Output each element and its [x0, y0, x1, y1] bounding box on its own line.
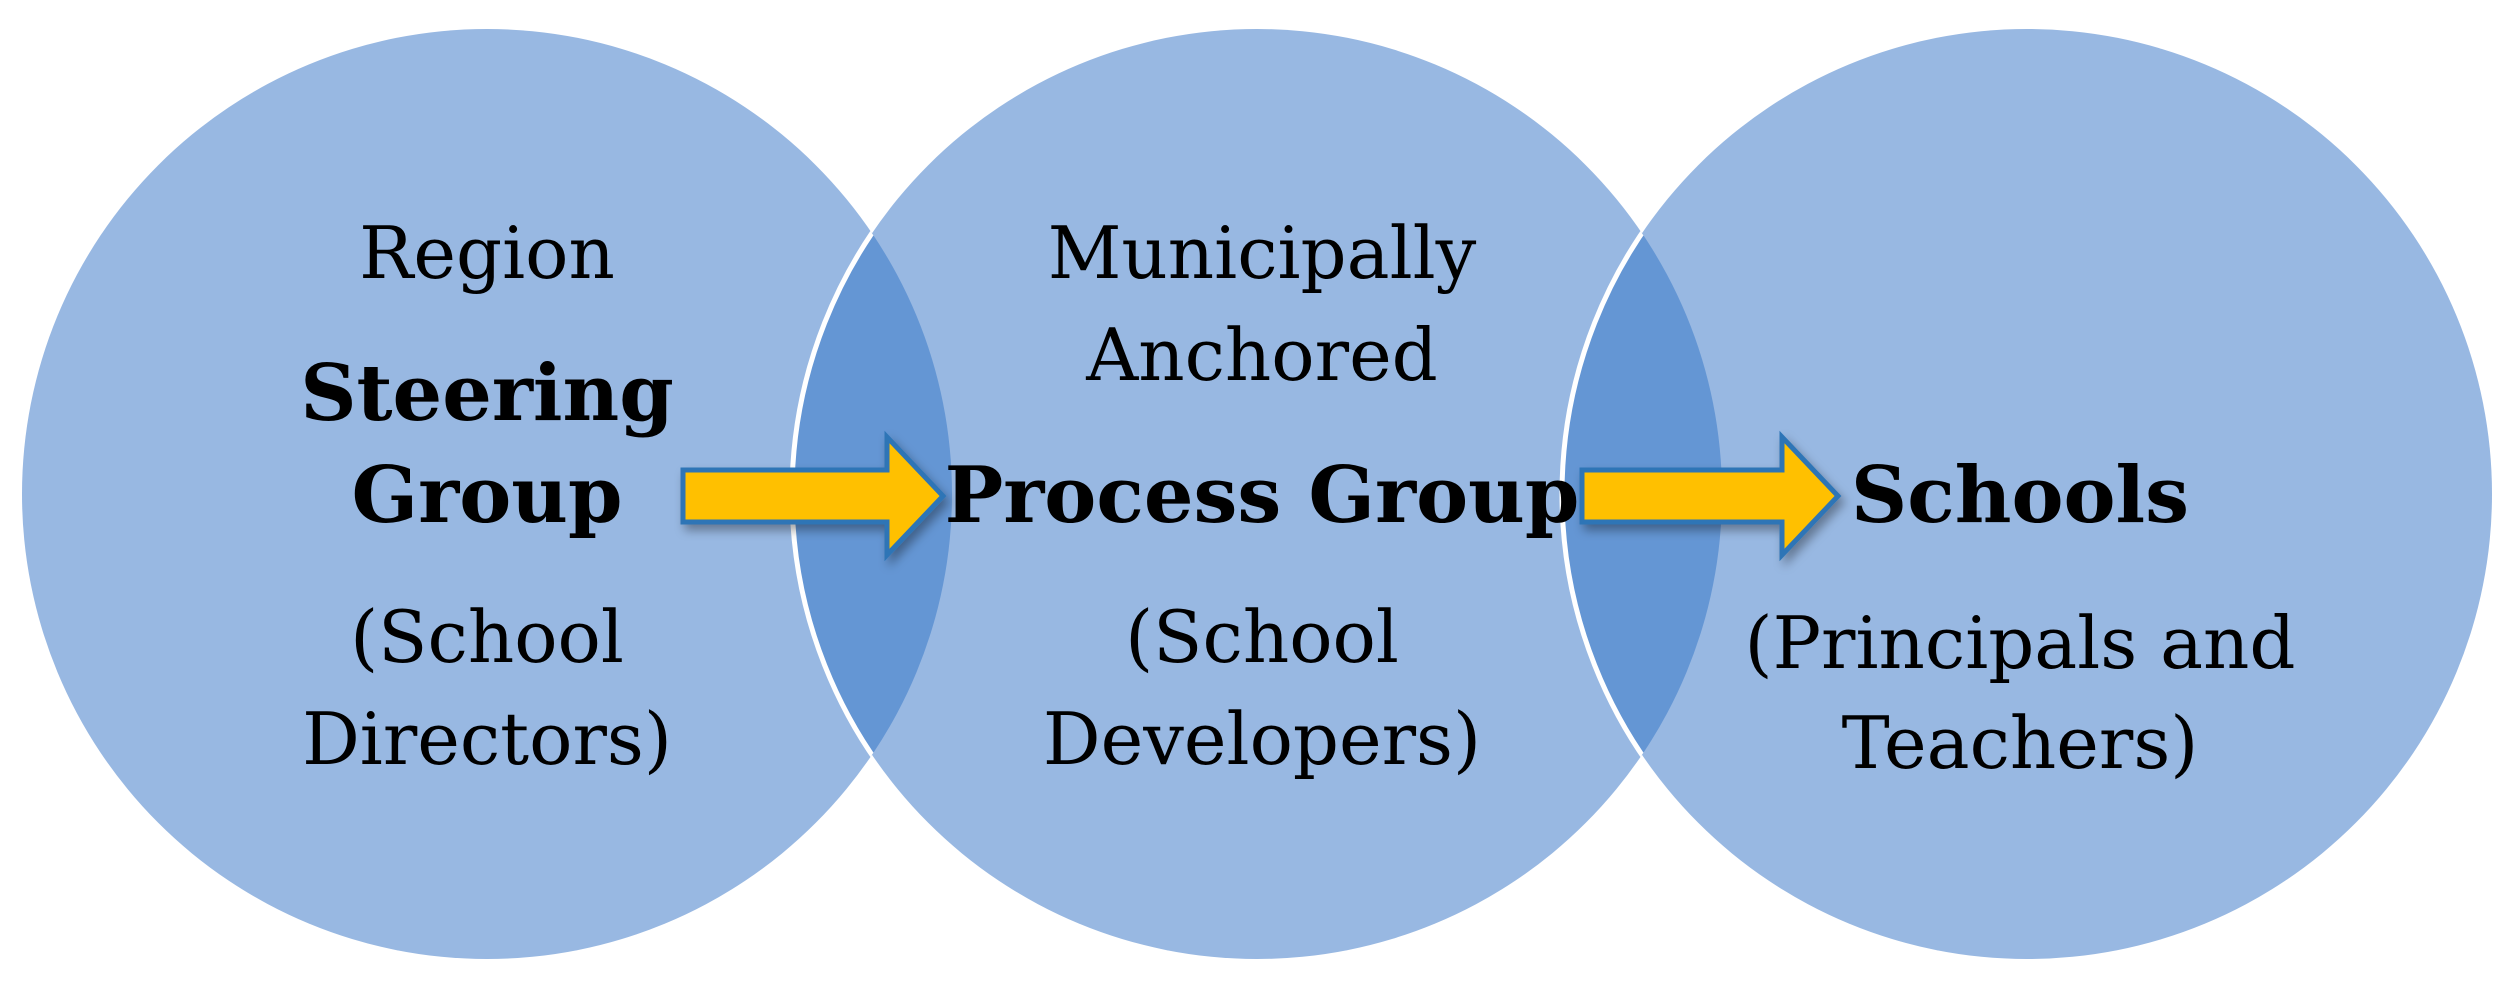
node-line-process-group: Process Group [945, 450, 1580, 541]
node-line-region: Region [359, 211, 615, 295]
node-line-schools: Schools [1851, 450, 2189, 541]
circle-separator [1559, 29, 1722, 959]
node-line-anchored: Anchored [1085, 313, 1438, 397]
node-line-group: Group [352, 450, 623, 541]
node-line-principals: (Principals and [1745, 601, 2296, 685]
process-group-circle [792, 29, 1722, 959]
node-line-school: (School [1125, 595, 1399, 679]
node-line-teachers: Teachers) [1842, 701, 2199, 785]
node-line-directors: Directors) [302, 697, 672, 781]
schools-circle [1562, 29, 2492, 959]
region-steering-label: Region Steering Group (School Directors) [300, 211, 674, 781]
schools-label: Schools (Principals and Teachers) [1745, 450, 2296, 785]
node-line-municipally: Municipally [1048, 211, 1477, 295]
right-arrow-icon [1579, 430, 1842, 562]
node-line-steering: Steering [300, 348, 674, 439]
node-line-developers: Developers) [1043, 697, 1481, 781]
node-line-school: (School [350, 595, 624, 679]
region-steering-circle [22, 29, 952, 959]
process-group-label: Municipally Anchored Process Group (Scho… [945, 211, 1580, 781]
right-arrow-icon [680, 430, 947, 562]
